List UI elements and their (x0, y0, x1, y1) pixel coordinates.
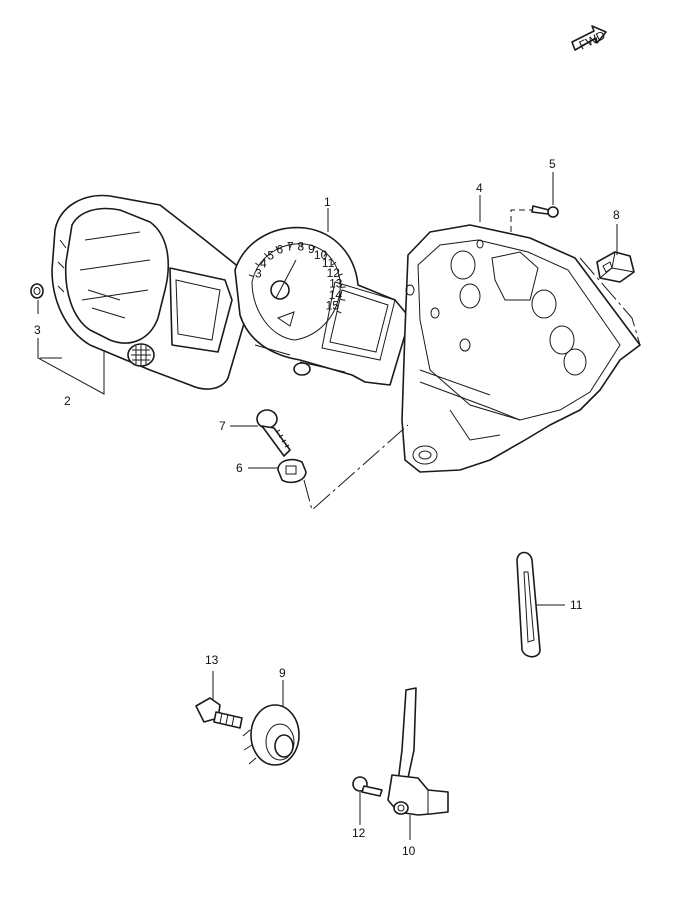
tach-scale-tick (337, 273, 343, 277)
tach-scale-tick (248, 274, 254, 278)
tach-scale-label: 7 (287, 239, 294, 253)
tach-scale-label: 15 (326, 299, 340, 313)
instrument-unit[interactable] (234, 226, 411, 386)
bolt-part-3[interactable] (30, 283, 44, 299)
tach-scale-label: 5 (267, 248, 274, 262)
tach-scale-label: 10 (314, 248, 328, 262)
bolt-part-13[interactable] (195, 697, 243, 729)
fwd-arrow-icon: FWD (571, 25, 608, 52)
tach-scale-label: 13 (329, 277, 343, 291)
callout-7: 7 (219, 419, 226, 433)
callout-1: 1 (324, 195, 331, 209)
tach-scale-tick (340, 299, 346, 301)
callout-9: 9 (279, 666, 286, 680)
tach-scale-tick (323, 252, 328, 257)
tach-scale-tick (264, 252, 268, 258)
bolt-part-7[interactable] (256, 409, 291, 457)
button-knob[interactable] (127, 343, 155, 367)
callout-4: 4 (476, 181, 483, 195)
callout-13: 13 (205, 653, 219, 667)
screw-part-5[interactable] (531, 205, 559, 218)
callout-6: 6 (236, 461, 243, 475)
tach-scale-tick (312, 245, 316, 251)
screw-part-12[interactable] (352, 776, 383, 797)
callout-11: 11 (570, 598, 583, 612)
tach-scale-tick (288, 242, 290, 248)
tach-scale-label: 12 (327, 266, 341, 280)
tach-scale-tick (331, 261, 337, 266)
meter-housing[interactable] (401, 224, 641, 473)
meter-case[interactable] (51, 194, 250, 390)
grommet-part-8[interactable] (596, 251, 635, 283)
callout-10: 10 (402, 844, 416, 858)
tach-scale-tick (255, 262, 260, 267)
tach-scale-label: 3 (255, 267, 262, 281)
tach-scale-label: 14 (329, 288, 343, 302)
sensor-part-10[interactable] (387, 687, 449, 816)
callout-12: 12 (352, 826, 366, 840)
tach-scale-tick (336, 310, 342, 314)
tach-scale-label: 4 (260, 257, 267, 271)
rotor-part-9[interactable] (242, 704, 300, 766)
grommet-part-6[interactable] (277, 458, 307, 484)
tach-scale-label: 9 (308, 242, 315, 256)
callout-2: 2 (64, 394, 71, 408)
tach-scale-label: 11 (322, 256, 335, 270)
tach-scale-label: 6 (277, 243, 284, 257)
tach-scale-label: 8 (298, 239, 305, 253)
tach-scale-tick (275, 246, 279, 251)
callout-8: 8 (613, 208, 620, 222)
callout-5: 5 (549, 157, 556, 171)
tach-scale-tick (340, 286, 346, 288)
callout-3: 3 (34, 323, 41, 337)
strap-part-11[interactable] (516, 551, 541, 658)
leader-lines (37, 172, 641, 840)
tach-scale-tick (301, 242, 303, 248)
callout-labels: 1 2 3 4 5 6 7 8 9 10 11 12 13 (34, 157, 620, 858)
